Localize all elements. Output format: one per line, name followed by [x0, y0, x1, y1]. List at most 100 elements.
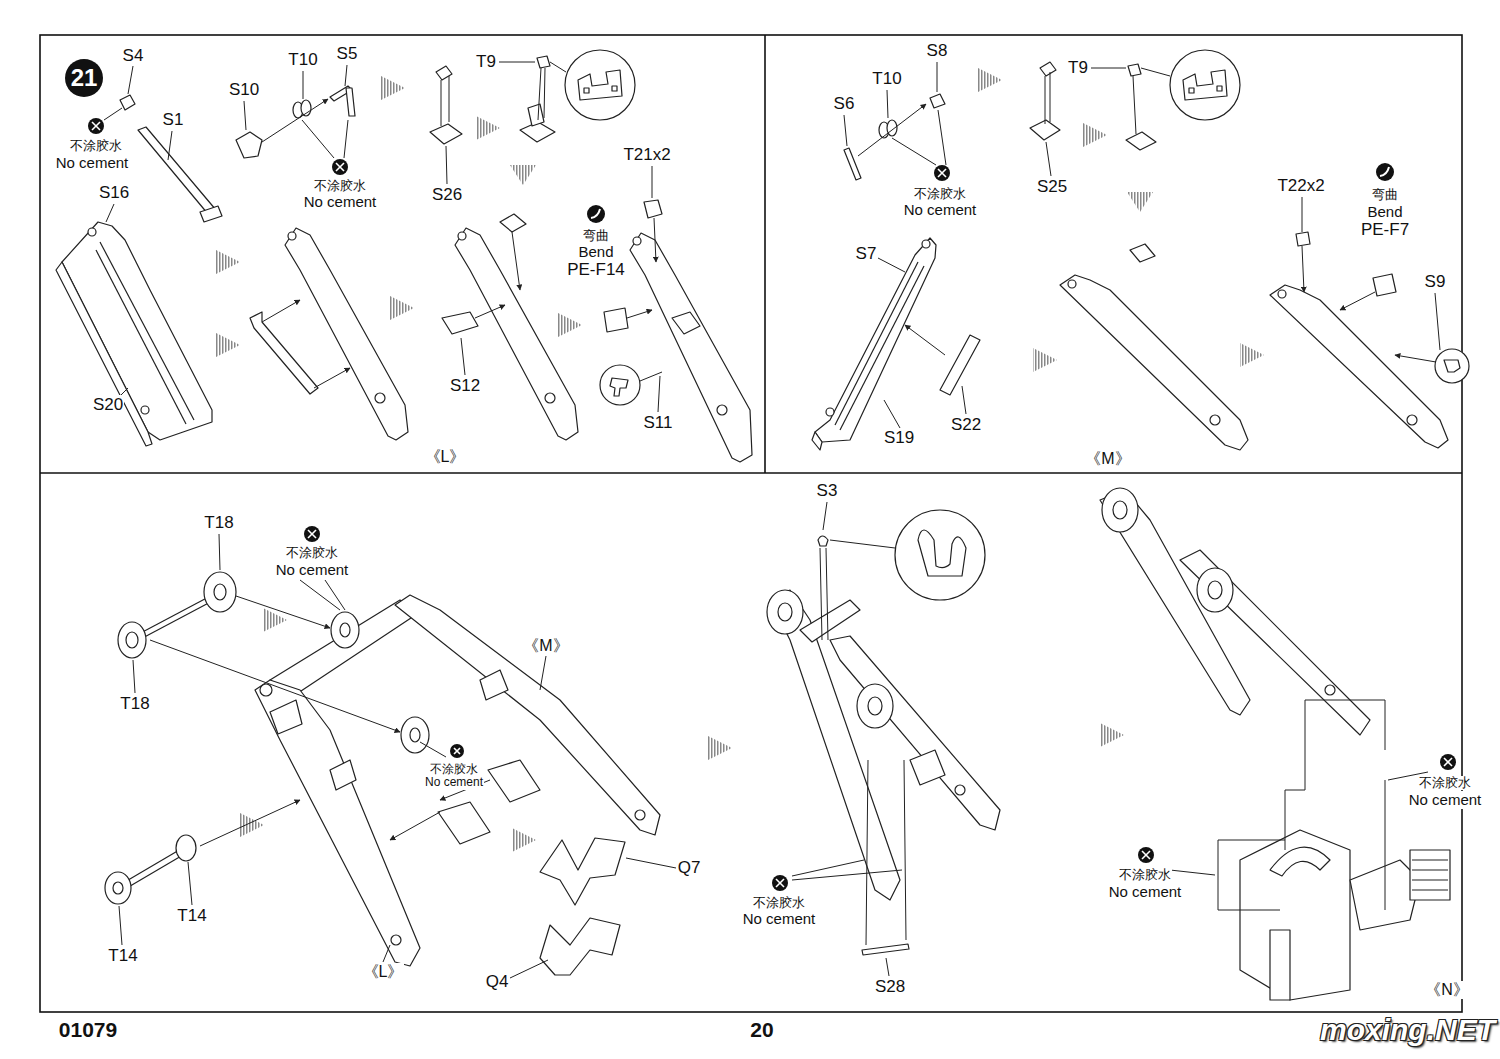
no-cement-glyph — [308, 530, 316, 538]
part-drawing — [767, 590, 803, 634]
no-cement-glyph — [454, 748, 460, 754]
part-number: S22 — [950, 415, 982, 435]
part-drawing — [1197, 568, 1233, 612]
part-drawing — [214, 584, 226, 600]
part-drawing — [635, 810, 645, 820]
step-arrow — [708, 736, 732, 760]
part-drawing — [630, 233, 752, 462]
part-drawing — [200, 206, 222, 222]
leader-line — [219, 534, 220, 570]
note-text: 不涂胶水 — [1418, 776, 1472, 791]
leader-line — [200, 800, 300, 846]
part-drawing — [442, 312, 478, 334]
part-drawing — [236, 132, 262, 158]
leader-line — [1218, 910, 1280, 911]
part-number: Q4 — [485, 972, 510, 992]
note-text: 不涂胶水 — [913, 187, 967, 202]
bend-icon — [591, 209, 600, 218]
part-number: S6 — [833, 94, 856, 114]
no-cement-icon — [450, 744, 464, 758]
part-drawing — [1444, 360, 1460, 372]
no-cement-glyph — [776, 879, 784, 887]
leader-line — [1302, 246, 1304, 292]
part-number: T10 — [287, 50, 318, 70]
leader-line — [390, 812, 440, 840]
part-drawing — [1407, 415, 1417, 425]
step-arrow — [1033, 348, 1057, 372]
part-drawing — [537, 56, 550, 68]
page-number: 20 — [749, 1018, 774, 1042]
leader-line — [627, 310, 652, 318]
leader-line — [1435, 293, 1440, 350]
part-drawing — [857, 684, 893, 728]
part-drawing — [1102, 488, 1138, 532]
part-drawing — [270, 700, 302, 734]
part-drawing — [250, 312, 318, 394]
leader-line — [262, 300, 300, 322]
leader-line — [887, 90, 888, 118]
step-arrow — [1083, 123, 1107, 147]
part-drawing — [285, 228, 408, 440]
leader-line — [168, 131, 172, 160]
part-drawing — [56, 50, 1469, 1000]
leader-line — [303, 71, 304, 99]
step-number-badge: 21 — [65, 59, 103, 97]
part-number: S5 — [336, 44, 359, 64]
leader-line — [244, 101, 246, 130]
leader-line — [626, 858, 676, 868]
part-drawing — [540, 918, 620, 975]
panel-frame — [40, 472, 1462, 474]
leader-line — [300, 580, 340, 610]
part-drawing — [375, 393, 385, 403]
part-number: T22x2 — [1276, 176, 1325, 196]
leader-line — [1305, 700, 1385, 790]
leader-line — [820, 548, 822, 640]
part-drawing — [436, 66, 452, 80]
part-drawing — [940, 335, 980, 395]
bend-note: Bend — [577, 243, 614, 260]
leader-line — [314, 368, 350, 388]
bend-icon — [587, 205, 605, 223]
part-drawing — [770, 590, 900, 900]
part-drawing — [1412, 859, 1448, 860]
part-drawing — [138, 127, 216, 214]
part-drawing — [862, 944, 909, 955]
part-drawing — [455, 228, 578, 440]
part-drawing — [672, 312, 700, 334]
no-cement-icon — [88, 118, 1456, 891]
no-cement-glyph — [92, 122, 1452, 887]
part-number: T9 — [475, 52, 497, 72]
step-arrow — [512, 828, 536, 852]
leader-line — [826, 548, 828, 640]
step-arrow — [476, 116, 500, 140]
part-drawing — [270, 600, 420, 695]
part-drawing — [500, 214, 526, 232]
part-drawing — [395, 595, 660, 835]
part-number: S11 — [643, 413, 674, 433]
part-drawing — [105, 872, 131, 904]
no-cement-glyph — [92, 122, 100, 130]
part-drawing — [56, 262, 152, 446]
leader-line — [104, 62, 1440, 978]
leader-line — [499, 62, 535, 63]
part-drawing — [844, 148, 861, 180]
no-cement-icon — [1138, 847, 1154, 863]
part-drawing — [930, 94, 945, 108]
leader-line — [892, 138, 936, 165]
part-number: S20 — [92, 395, 124, 415]
part-drawing — [818, 536, 828, 546]
leader-line — [538, 68, 541, 120]
no-cement-glyph — [92, 122, 100, 130]
part-drawing — [633, 237, 641, 245]
no-cement-glyph — [336, 163, 344, 171]
no-cement-glyph — [454, 748, 460, 754]
part-drawing — [815, 238, 936, 442]
step-number: 21 — [71, 64, 98, 92]
leader-line — [658, 376, 660, 412]
part-drawing — [1296, 232, 1310, 246]
no-cement-glyph — [776, 879, 784, 887]
part-drawing — [800, 600, 860, 642]
leader-line — [652, 166, 653, 198]
part-drawing — [922, 240, 930, 248]
leader-line — [792, 870, 902, 880]
